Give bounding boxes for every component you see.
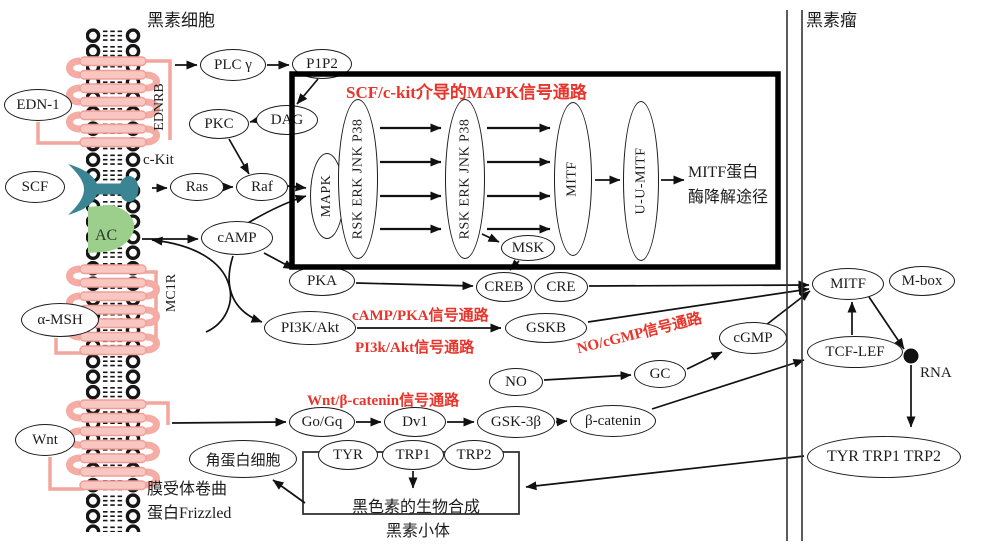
node-rsk-erk-jnk-p38-1: RSK ERK JNK P38 xyxy=(338,99,378,259)
ckit-label: c-Kit xyxy=(143,152,174,168)
rna-dot xyxy=(903,348,919,364)
node-gc: GC xyxy=(634,360,686,388)
receptor-tails xyxy=(36,59,172,491)
node-wnt: Wnt xyxy=(15,424,75,456)
node-msk: MSK xyxy=(501,235,555,261)
node-no: NO xyxy=(489,368,543,396)
node-dag: DAG xyxy=(256,105,318,135)
ednrb-label: EDNRB xyxy=(152,83,167,131)
melanocyte-label: 黑素细胞 xyxy=(147,11,215,30)
node-rsk-erk-jnk-p38-2: RSK ERK JNK P38 xyxy=(445,99,485,259)
frizzled-receptor xyxy=(66,399,160,491)
node-pka: PKA xyxy=(289,266,355,296)
melanoma-label: 黑素瘤 xyxy=(806,11,857,30)
node-mitf-vertical: MITF xyxy=(554,102,592,256)
node-amsh: α-MSH xyxy=(21,303,99,337)
mitf-degradation-line2: 酶降解途径 xyxy=(688,189,769,206)
arrows xyxy=(142,60,916,504)
node-dv1: Dv1 xyxy=(384,407,446,437)
node-tyr: TYR xyxy=(318,440,378,470)
ac-label: AC xyxy=(95,227,118,244)
node-bcatenin: β-catenin xyxy=(570,405,656,437)
node-tcf-lef: TCF-LEF xyxy=(807,336,903,368)
node-raf: Raf xyxy=(236,173,288,201)
ednrb-receptor xyxy=(66,56,160,148)
rna-label: RNA xyxy=(920,365,952,381)
ckit-receptor xyxy=(68,164,139,215)
frizzled-label-line2: 蛋白Frizzled xyxy=(147,505,232,522)
node-camp: cAMP xyxy=(201,221,273,255)
node-edn1: EDN-1 xyxy=(4,89,72,121)
node-mitf: MITF xyxy=(812,268,884,300)
node-cre: CRE xyxy=(534,272,588,302)
wnt-bcatenin-pathway-label: Wnt/β-catenin信号通路 xyxy=(307,393,460,409)
node-u-u-mitf: U-U-MITF xyxy=(623,101,659,261)
mapk-pathway-title: SCF/c-kit介导的MAPK信号通路 xyxy=(346,83,587,102)
node-gsk3b: GSK-3β xyxy=(477,406,555,438)
node-trp1: TRP1 xyxy=(382,440,444,470)
node-trp2: TRP2 xyxy=(444,440,504,470)
node-tyr-trp1-trp2: TYR TRP1 TRP2 xyxy=(807,436,961,478)
node-p1p2: P1P2 xyxy=(292,49,352,79)
camp-pka-pathway-label: cAMP/PKA信号通路 xyxy=(352,308,489,324)
mitf-degradation-line1: MITF蛋白 xyxy=(688,164,759,181)
node-keratinocyte: 角蛋白细胞 xyxy=(189,440,297,478)
melanosome-label: 黑素小体 xyxy=(386,523,451,540)
node-plc-gamma: PLC γ xyxy=(200,49,266,81)
node-gskb: GSKB xyxy=(505,313,587,343)
node-pi3k-akt: PI3K/Akt xyxy=(264,311,356,345)
pi3k-akt-pathway-label: PI3k/Akt信号通路 xyxy=(355,340,475,356)
node-pkc: PKC xyxy=(189,109,249,139)
melanin-synthesis-label: 黑色素的生物合成 xyxy=(352,499,481,516)
mc1r-label: MC1R xyxy=(164,273,179,313)
node-scf: SCF xyxy=(5,171,65,203)
node-mbox: M-box xyxy=(889,266,955,296)
frizzled-label-line1: 膜受体卷曲 xyxy=(147,481,228,498)
node-cgmp: cGMP xyxy=(719,322,787,354)
node-ras: Ras xyxy=(170,173,224,201)
node-creb: CREB xyxy=(476,272,532,302)
ac-enzyme xyxy=(88,205,135,253)
node-go-gq: Go/Gq xyxy=(289,407,355,437)
